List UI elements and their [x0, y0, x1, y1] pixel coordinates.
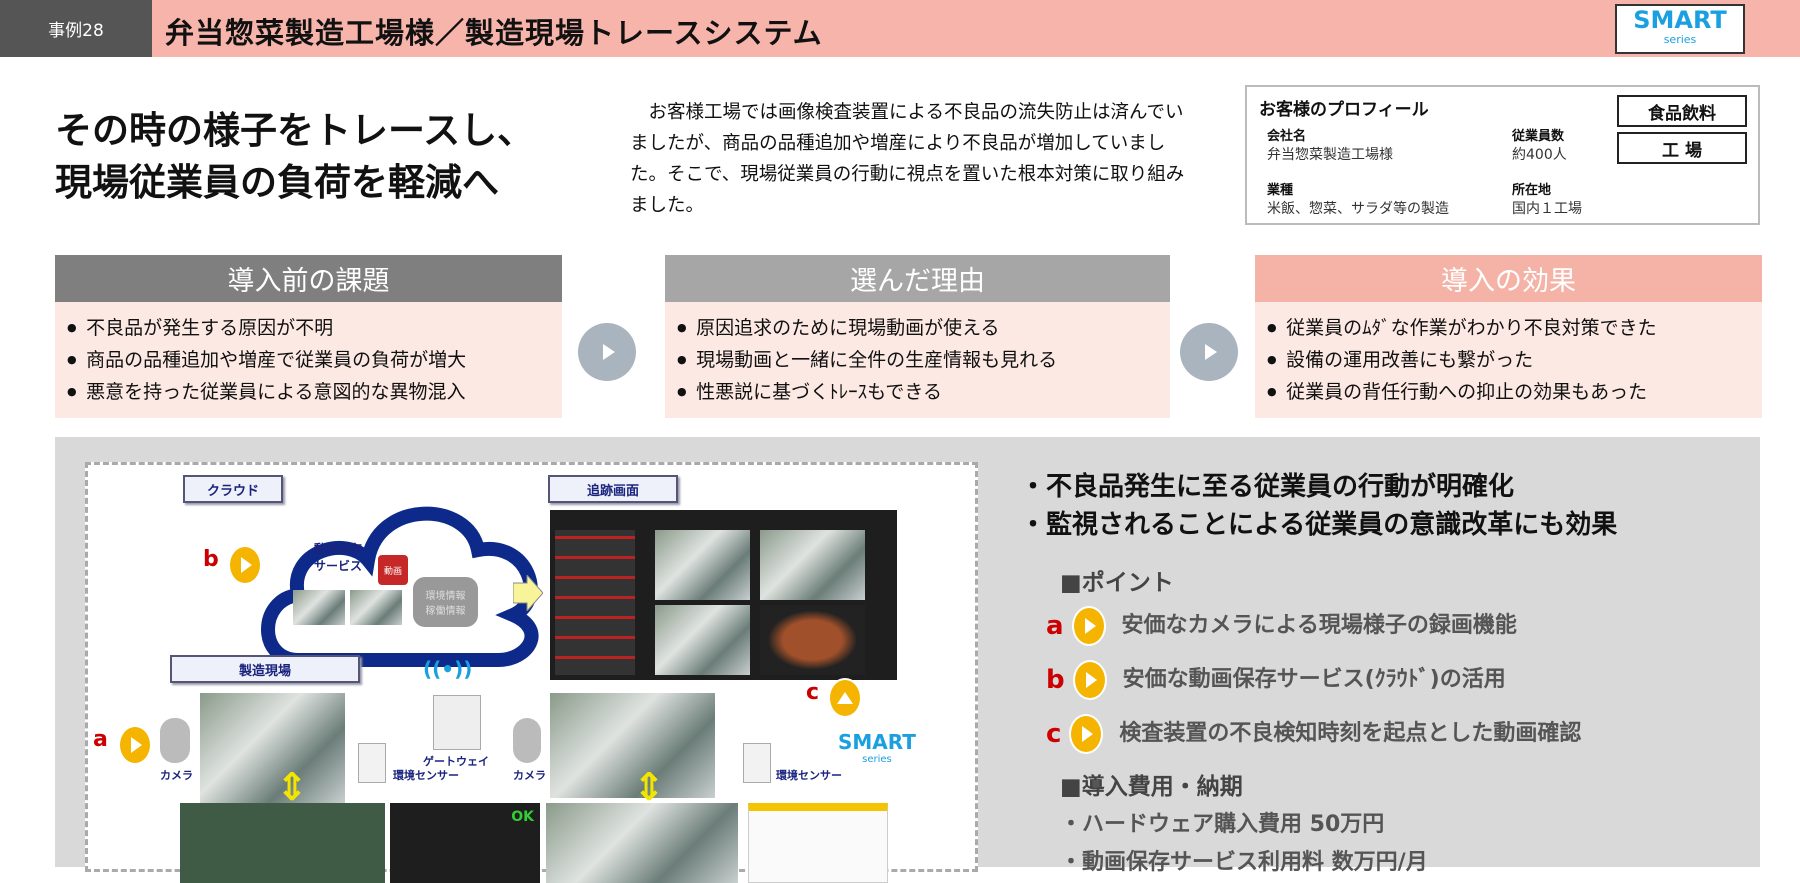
page-title: 弁当惣菜製造工場様／製造現場トレースシステム: [165, 16, 823, 50]
service-label: 動画保存 サービス: [313, 542, 362, 573]
site-label: 製造現場: [170, 655, 360, 683]
logo-main: SMART: [1633, 6, 1727, 34]
effects-summary: ・不良品発生に至る従業員の行動が明確化 ・監視されることによる従業員の意識改革に…: [1020, 468, 1617, 882]
tag-food: 食品飲料: [1617, 95, 1747, 127]
play-icon: [1071, 606, 1106, 646]
arrow-icon: [1180, 323, 1238, 381]
list-item: 不良品が発生する原因が不明: [67, 312, 550, 344]
cloud-label: クラウド: [183, 475, 283, 503]
video-db-icon: 動画: [378, 555, 408, 585]
sensor-label: 環境センサー: [776, 769, 842, 782]
site-photo: [200, 693, 345, 803]
column-effects: 導入の効果 従業員のﾑﾀﾞな作業がわかり不良対策できた設備の運用改善にも繋がった…: [1255, 255, 1762, 418]
employees-value: 約400人: [1512, 147, 1567, 163]
marker-c: c: [806, 680, 820, 705]
column-reasons: 選んだ理由 原因追求のために現場動画が使える現場動画と一緒に全件の生産情報も見れ…: [665, 255, 1170, 418]
column-challenges: 導入前の課題 不良品が発生する原因が不明商品の品種追加や増産で従業員の負荷が増大…: [55, 255, 562, 418]
list-item: 設備の運用改善にも繋がった: [1267, 344, 1750, 376]
headline: その時の様子をトレースし、現場従業員の負荷を軽減へ: [55, 105, 534, 209]
industry-label: 業種: [1267, 183, 1294, 198]
cost-title: ■導入費用・納期: [1060, 774, 1243, 800]
headline-line: 現場従業員の負荷を軽減へ: [55, 161, 499, 204]
play-icon: [228, 545, 262, 585]
list-item: 悪意を持った従業員による意図的な異物混入: [67, 376, 550, 408]
column-title: 選んだ理由: [665, 255, 1170, 302]
column-title: 導入の効果: [1255, 255, 1762, 302]
play-up-icon: [828, 678, 862, 718]
cost-item: ・ハードウェア購入費用 50万円: [1060, 812, 1385, 837]
point-mark: a: [1046, 611, 1064, 641]
play-icon: [118, 725, 152, 765]
intro-text: お客様工場では画像検査装置による不良品の流失防止は済んでいましたが、商品の品種追…: [630, 102, 1185, 216]
sensor-icon: [743, 743, 771, 783]
company-label: 会社名: [1267, 129, 1307, 144]
play-icon: [1072, 660, 1107, 700]
logo-main: SMART: [838, 730, 916, 754]
camera-icon: [513, 718, 541, 763]
point-mark: c: [1046, 719, 1062, 749]
sensor-icon: [358, 743, 386, 783]
company-value: 弁当惣菜製造工場様: [1267, 147, 1393, 163]
sensor-label: 環境センサー: [393, 769, 459, 782]
arrow-icon: [578, 323, 636, 381]
wifi-icon: ((•)): [423, 657, 473, 681]
location-label: 所在地: [1512, 183, 1552, 198]
data-db-icon: 環境情報 稼働情報: [413, 577, 478, 627]
logo-sub: series: [1663, 33, 1697, 46]
list-item: 従業員の背任行動への抑止の効果もあった: [1267, 376, 1750, 408]
point-mark: b: [1046, 665, 1065, 695]
header-band: [0, 0, 1800, 57]
location-value: 国内１工場: [1512, 201, 1582, 217]
inspection-screen: OK: [390, 803, 540, 883]
list-item: 現場動画と一緒に全件の生産情報も見れる: [677, 344, 1158, 376]
list-item: 商品の品種追加や増産で従業員の負荷が増大: [67, 344, 550, 376]
list-item: 性悪説に基づくﾄﾚｰｽもできる: [677, 376, 1158, 408]
camera-icon: [160, 718, 190, 763]
list-item: 従業員のﾑﾀﾞな作業がわかり不良対策できた: [1267, 312, 1750, 344]
result-item: ・監視されることによる従業員の意識改革にも効果: [1020, 510, 1618, 540]
ok-label: OK: [511, 809, 534, 825]
video-thumbnail: [350, 590, 402, 625]
video-thumbnail: [293, 590, 345, 625]
site-photo: [550, 693, 715, 798]
customer-profile: お客様のプロフィール 会社名弁当惣菜製造工場様 従業員数約400人 業種米飯、惣…: [1245, 85, 1760, 225]
employees-label: 従業員数: [1512, 129, 1565, 144]
point-text: 検査装置の不良検知時刻を起点とした動画確認: [1119, 721, 1582, 746]
point-item: c 検査装置の不良検知時刻を起点とした動画確認: [1046, 714, 1617, 754]
column-title: 導入前の課題: [55, 255, 562, 302]
inspection-photo: [180, 803, 385, 883]
tracking-screen: [550, 510, 897, 680]
marker-a: a: [93, 727, 108, 752]
inspection-screen: [748, 803, 888, 883]
arrow-right-icon: [513, 575, 543, 611]
headline-line: その時の様子をトレースし、: [55, 109, 535, 152]
tag-factory: 工 場: [1617, 132, 1747, 164]
system-diagram: クラウド 追跡画面 動画保存 サービス 動画 環境情報 稼働情報 c b 製造現…: [85, 462, 978, 883]
point-item: a 安価なカメラによる現場様子の録画機能: [1046, 606, 1617, 646]
double-arrow-icon: ⇕: [633, 765, 665, 809]
marker-b: b: [203, 547, 219, 572]
cloud-icon: [261, 506, 539, 667]
double-arrow-icon: ⇕: [276, 765, 308, 809]
case-number: 事例28: [0, 0, 152, 57]
camera-label: カメラ: [160, 769, 193, 782]
points-title: ■ポイント: [1060, 570, 1174, 596]
logo-sub: series: [862, 754, 892, 765]
industry-value: 米飯、惣菜、サラダ等の製造: [1267, 201, 1449, 217]
play-icon: [1069, 714, 1104, 754]
result-item: ・不良品発生に至る従業員の行動が明確化: [1020, 472, 1515, 502]
point-text: 安価なカメラによる現場様子の録画機能: [1121, 613, 1517, 638]
list-item: 原因追求のために現場動画が使える: [677, 312, 1158, 344]
camera-label: カメラ: [513, 769, 546, 782]
gateway-icon: [433, 695, 481, 750]
screen-label: 追跡画面: [548, 475, 678, 503]
gateway-label: ゲートウェイ: [423, 755, 489, 768]
point-text: 安価な動画保存サービス(ｸﾗｳﾄﾞ)の活用: [1122, 667, 1506, 692]
point-item: b 安価な動画保存サービス(ｸﾗｳﾄﾞ)の活用: [1046, 660, 1617, 700]
cost-item: ・動画保存サービス利用料 数万円/月: [1060, 850, 1428, 875]
profile-title: お客様のプロフィール: [1259, 100, 1429, 120]
inspection-photo: [546, 803, 738, 883]
